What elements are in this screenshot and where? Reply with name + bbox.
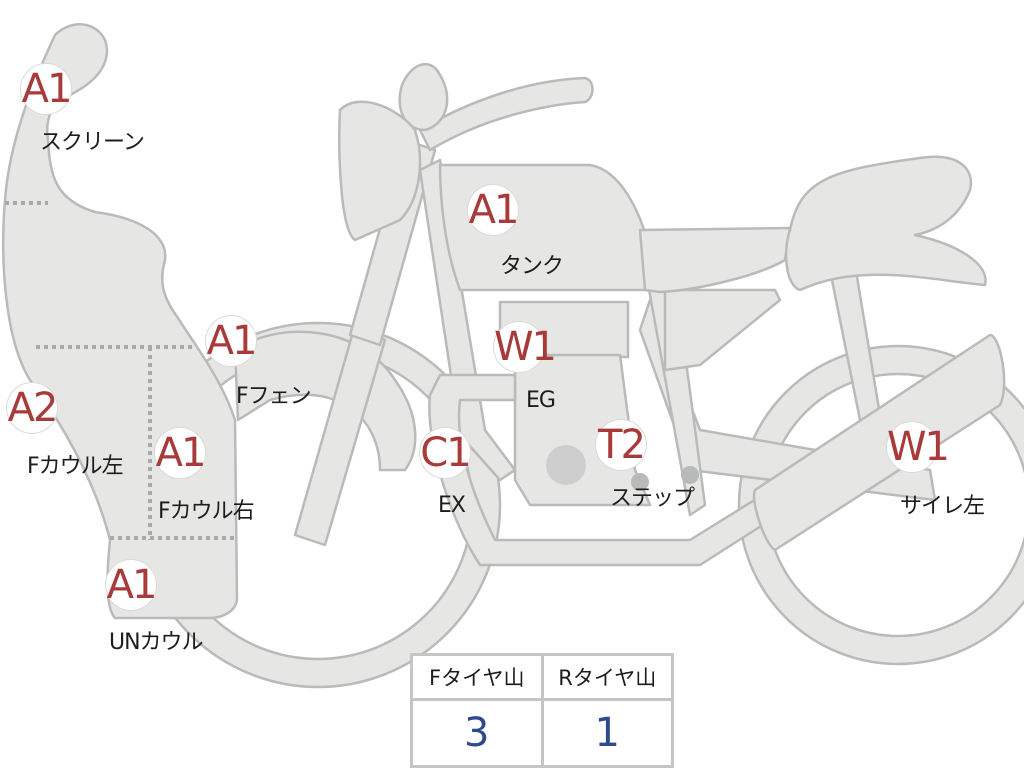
front-seat	[638, 226, 792, 294]
engine-cover	[546, 445, 586, 485]
under-cowl-grade-badge[interactable]: A1	[106, 560, 157, 610]
f-fender-label: Fフェン	[236, 384, 312, 409]
f-cowl-right-grade-badge[interactable]: A1	[155, 428, 206, 478]
headlight	[338, 100, 422, 242]
exhaust-grade-badge[interactable]: C1	[420, 428, 472, 478]
tank-label: タンク	[500, 254, 564, 279]
screen-grade-badge[interactable]: A1	[21, 64, 72, 114]
rear-seat	[784, 155, 987, 292]
silencer-left-label: サイレ左	[900, 494, 985, 519]
front-tire-header: Fタイヤ山	[410, 653, 544, 701]
exhaust-label: EX	[438, 493, 466, 518]
rear-tire-header: Rタイヤ山	[540, 653, 674, 701]
engine-grade-badge[interactable]: W1	[494, 322, 557, 372]
f-cowl-left-label: Fカウル左	[27, 454, 124, 479]
under-cowl-label: UNカウル	[109, 630, 204, 655]
tire-tread-table: Fタイヤ山 Rタイヤ山 3 1	[410, 653, 674, 768]
step-label: ステップ	[610, 486, 695, 511]
swingarm	[638, 298, 937, 502]
engine-label: EG	[526, 388, 556, 413]
f-cowl-right-label: Fカウル右	[158, 499, 255, 524]
screen-label: スクリーン	[40, 130, 145, 155]
silencer	[752, 333, 1006, 552]
silencer-left-grade-badge[interactable]: W1	[887, 422, 950, 472]
f-fender-grade-badge[interactable]: A1	[206, 316, 257, 366]
rear-shock	[828, 263, 882, 422]
tank-grade-badge[interactable]: A1	[468, 185, 519, 235]
front-cowl	[2, 23, 239, 620]
front-tire-value: 3	[410, 698, 544, 768]
handlebar	[418, 76, 594, 152]
f-cowl-left-grade-badge[interactable]: A2	[7, 383, 58, 433]
side-cover	[663, 288, 782, 372]
rear-tire-value: 1	[540, 698, 674, 768]
mirror	[398, 63, 449, 132]
step-grade-badge[interactable]: T2	[596, 420, 646, 470]
